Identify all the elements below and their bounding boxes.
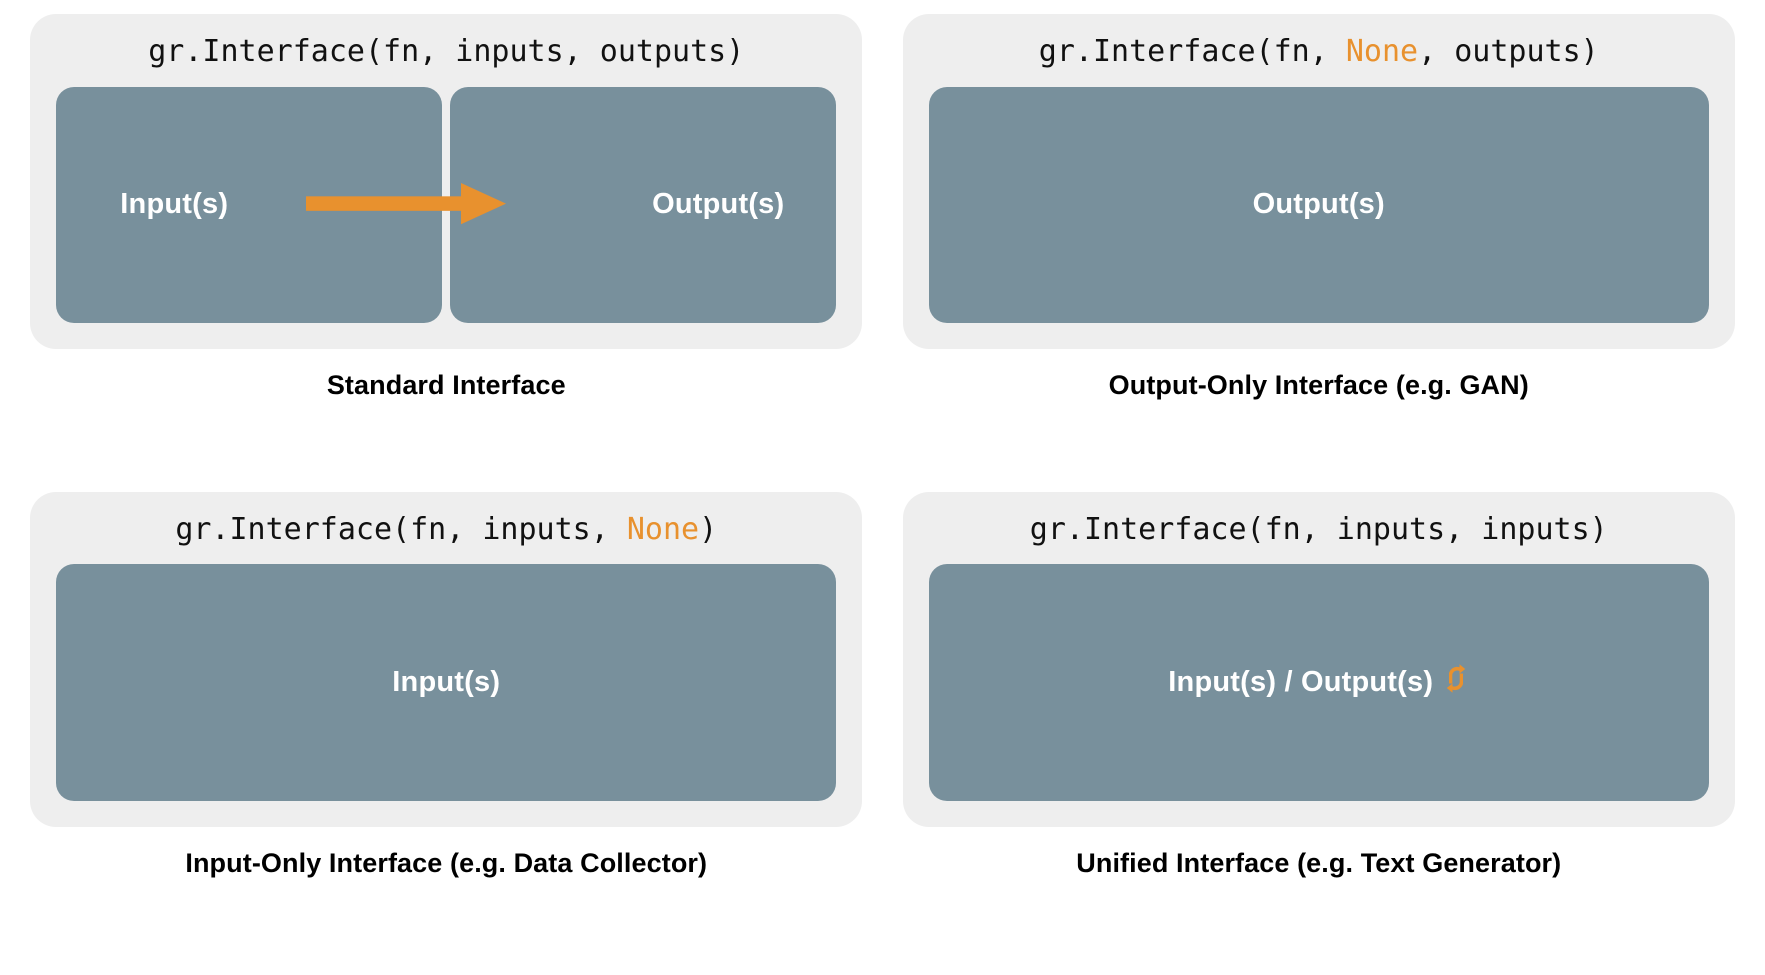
code-text-suffix: ) xyxy=(699,511,718,547)
input-box-label: Input(s) xyxy=(392,665,501,698)
input-only-interface-boxes: Input(s) xyxy=(56,564,837,801)
code-text: gr.Interface(fn, inputs, outputs) xyxy=(148,34,745,69)
code-text-suffix: , outputs) xyxy=(1418,34,1599,69)
unified-interface-boxes: Input(s) / Output(s) xyxy=(928,564,1709,801)
panel-unified-interface: gr.Interface(fn, inputs, inputs) Input(s… xyxy=(883,491,1756,970)
input-box[interactable]: Input(s) xyxy=(56,564,837,801)
input-box[interactable]: Input(s) xyxy=(56,86,443,323)
output-only-interface-card: gr.Interface(fn, None, outputs) Output(s… xyxy=(902,14,1735,349)
code-text-prefix: gr.Interface(fn, inputs, xyxy=(175,511,627,547)
output-only-interface-code: gr.Interface(fn, None, outputs) xyxy=(1039,32,1599,73)
unified-io-box-label-wrap: Input(s) / Output(s) xyxy=(1168,664,1469,701)
standard-interface-card: gr.Interface(fn, inputs, outputs) Input(… xyxy=(30,14,863,349)
unified-io-box-label: Input(s) / Output(s) xyxy=(1168,665,1434,698)
output-box-label: Output(s) xyxy=(1252,188,1385,221)
code-text: gr.Interface(fn, inputs, inputs) xyxy=(1029,511,1608,547)
unified-interface-caption: Unified Interface (e.g. Text Generator) xyxy=(1076,847,1562,878)
panel-input-only-interface: gr.Interface(fn, inputs, None) Input(s) … xyxy=(10,491,883,970)
output-only-interface-caption: Output-Only Interface (e.g. GAN) xyxy=(1108,370,1529,400)
code-token-none: None xyxy=(626,511,700,547)
output-box[interactable]: Output(s) xyxy=(928,86,1709,323)
unified-io-box[interactable]: Input(s) / Output(s) xyxy=(928,564,1709,801)
panel-output-only-interface: gr.Interface(fn, None, outputs) Output(s… xyxy=(883,14,1756,492)
standard-interface-caption: Standard Interface xyxy=(326,370,566,400)
input-only-interface-card: gr.Interface(fn, inputs, None) Input(s) xyxy=(30,491,863,827)
standard-interface-code: gr.Interface(fn, inputs, outputs) xyxy=(148,32,744,73)
output-only-interface-boxes: Output(s) xyxy=(928,86,1709,323)
cycle-arrows-icon xyxy=(1443,664,1469,701)
input-only-interface-caption: Input-Only Interface (e.g. Data Collecto… xyxy=(185,847,708,878)
input-box-label: Input(s) xyxy=(120,188,229,221)
standard-interface-boxes: Input(s) Output(s) xyxy=(56,86,837,323)
unified-interface-code: gr.Interface(fn, inputs, inputs) xyxy=(1030,510,1608,551)
code-text-prefix: gr.Interface(fn, xyxy=(1038,34,1346,69)
cycle-arrows-glyph xyxy=(1447,664,1466,693)
code-token-none: None xyxy=(1345,34,1419,69)
output-box[interactable]: Output(s) xyxy=(450,86,837,323)
input-only-interface-code: gr.Interface(fn, inputs, None) xyxy=(175,510,717,551)
output-box-label: Output(s) xyxy=(652,188,785,221)
panel-standard-interface: gr.Interface(fn, inputs, outputs) Input(… xyxy=(10,14,883,492)
unified-interface-card: gr.Interface(fn, inputs, inputs) Input(s… xyxy=(902,491,1735,827)
